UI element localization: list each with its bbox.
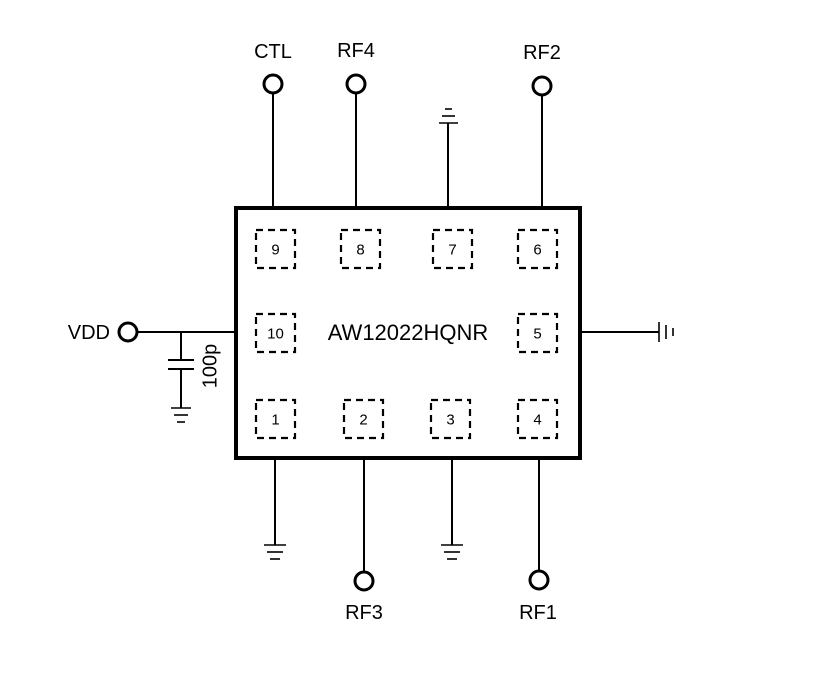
ground-icon <box>441 544 463 560</box>
pin-number-6: 6 <box>533 242 541 259</box>
pin-number-9: 9 <box>271 242 279 259</box>
label-ctl: CTL <box>254 41 292 63</box>
pad-1: 1 <box>254 398 297 440</box>
terminal-rf2 <box>531 75 553 97</box>
ground-icon <box>658 322 674 342</box>
pad-2: 2 <box>342 398 385 440</box>
pad-9: 9 <box>254 228 297 270</box>
label-rf2: RF2 <box>523 42 561 64</box>
label-rf3: RF3 <box>345 602 383 624</box>
pad-8: 8 <box>339 228 382 270</box>
label-rf1: RF1 <box>519 602 557 624</box>
pad-10: 10 <box>254 312 297 354</box>
pad-5: 5 <box>516 312 559 354</box>
terminal-rf4 <box>345 73 367 95</box>
label-vdd: VDD <box>68 322 110 344</box>
ground-icon <box>171 407 191 423</box>
wires <box>138 94 659 571</box>
capacitor-symbol <box>168 359 194 370</box>
pin-number-2: 2 <box>359 412 367 429</box>
pin-number-3: 3 <box>446 412 454 429</box>
pin-number-5: 5 <box>533 326 541 343</box>
terminal-vdd <box>117 321 139 343</box>
pin-number-4: 4 <box>533 412 541 429</box>
terminal-ctl <box>262 73 284 95</box>
pad-6: 6 <box>516 228 559 270</box>
chip-part-number: AW12022HQNR <box>328 320 489 345</box>
pin-number-7: 7 <box>448 242 456 259</box>
terminal-rf3 <box>353 570 375 592</box>
ground-icon <box>264 544 286 560</box>
terminal-rf1 <box>528 569 550 591</box>
pad-3: 3 <box>429 398 472 440</box>
ground-icon <box>439 108 458 124</box>
chip-body <box>234 206 582 460</box>
pad-4: 4 <box>516 398 559 440</box>
pin-number-8: 8 <box>356 242 364 259</box>
pin-number-10: 10 <box>267 326 284 343</box>
capacitor-value: 100p <box>199 344 221 389</box>
pad-7: 7 <box>431 228 474 270</box>
pin-number-1: 1 <box>271 412 279 429</box>
label-rf4: RF4 <box>337 40 375 62</box>
